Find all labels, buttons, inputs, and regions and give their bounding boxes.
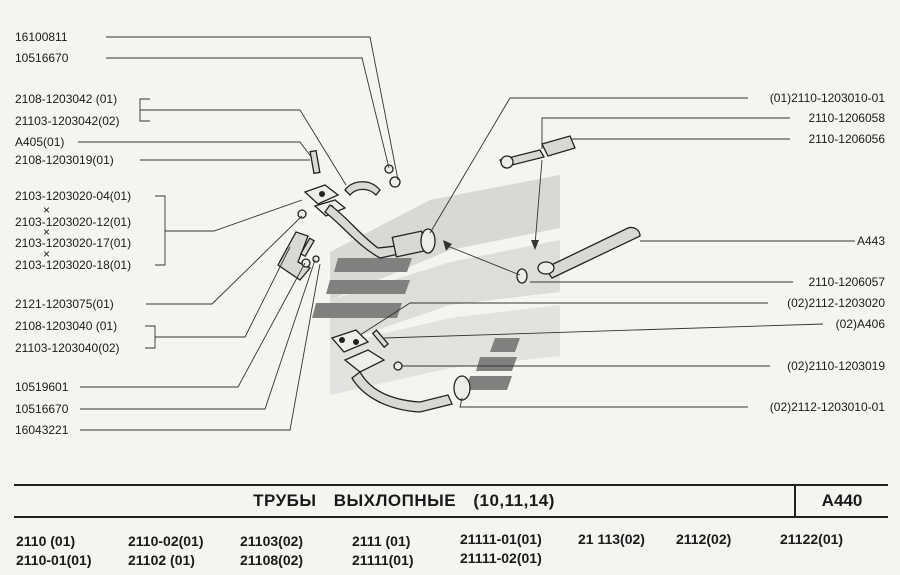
variant-mark: ×: [43, 225, 50, 239]
part-label-2110-1206057: 2110-1206057: [808, 275, 885, 289]
part-label-2110-1206056: 2110-1206056: [808, 132, 885, 146]
labels-right: (01)2110-1203010-01 2110-1206058 2110-12…: [770, 91, 886, 414]
part-label-2103-1203020-18: 2103-1203020-18(01): [15, 258, 131, 272]
part-label-a443: А443: [857, 234, 885, 248]
model-item: 21103(02): [240, 533, 304, 549]
model-item: 2110-01(01): [16, 552, 92, 568]
leaders-right: [359, 97, 855, 408]
model-item: 21102 (01): [128, 552, 195, 568]
page-title: ТРУБЫ ВЫХЛОПНЫЕ (10,11,14): [253, 491, 555, 510]
model-item: 21111(01): [352, 552, 414, 568]
model-item: 21108(02): [240, 552, 304, 568]
labels-left: 16100811 10516670 2108-1203042 (01) 2110…: [15, 30, 131, 437]
model-item: 2111 (01): [352, 533, 411, 549]
variant-mark: ×: [43, 247, 50, 261]
model-item: 21111-02(01): [460, 550, 542, 566]
part-label-02-2112-1203020: (02)2112-1203020: [787, 296, 885, 310]
part-label-2121-1203075: 2121-1203075(01): [15, 297, 114, 311]
part-label-21103-1203040: 21103-1203040(02): [15, 341, 120, 355]
part-label-2103-1203020-12: 2103-1203020-12(01): [15, 215, 131, 229]
part-label-02-2112-1203010-01: (02)2112-1203010-01: [770, 400, 886, 414]
part-label-10516670-bottom: 10516670: [15, 402, 69, 416]
parts-drawing: [277, 135, 641, 413]
model-list: 2110 (01) 2110-01(01) 2110-02(01) 21102 …: [0, 525, 900, 575]
part-label-10516670-top: 10516670: [15, 51, 69, 65]
leaders-left: [78, 36, 399, 431]
model-item: 21111-01(01): [460, 531, 542, 547]
title-divider: [794, 486, 796, 516]
part-label-a405: А405(01): [15, 135, 64, 149]
part-label-16043221: 16043221: [15, 423, 69, 437]
part-label-16100811: 16100811: [15, 30, 68, 44]
part-label-21103-1203042: 21103-1203042(02): [15, 114, 120, 128]
title-bar: ТРУБЫ ВЫХЛОПНЫЕ (10,11,14) А440: [14, 484, 888, 518]
part-label-01-2110-1203010-01: (01)2110-1203010-01: [770, 91, 886, 105]
part-label-2108-1203040: 2108-1203040 (01): [15, 319, 117, 333]
variant-mark: ×: [43, 203, 50, 217]
watermark-logo: [312, 175, 560, 395]
model-item: 2110-02(01): [128, 533, 204, 549]
model-item: 2112(02): [676, 531, 732, 547]
part-label-2110-1206058: 2110-1206058: [808, 111, 885, 125]
part-label-02-2110-1203019: (02)2110-1203019: [787, 359, 885, 373]
model-item: 21 113(02): [578, 531, 645, 547]
part-label-02-a406: (02)А406: [836, 317, 886, 331]
part-label-2103-1203020-17: 2103-1203020-17(01): [15, 236, 131, 250]
part-label-2103-1203020-04: 2103-1203020-04(01): [15, 189, 131, 203]
model-item: 2110 (01): [16, 533, 76, 549]
model-item: 21122(01): [780, 531, 844, 547]
exhaust-pipes-diagram: 16100811 10516670 2108-1203042 (01) 2110…: [15, 30, 886, 437]
part-label-10519601: 10519601: [15, 380, 69, 394]
part-label-2108-1203019: 2108-1203019(01): [15, 153, 114, 167]
page-code: А440: [821, 491, 863, 510]
part-label-2108-1203042: 2108-1203042 (01): [15, 92, 117, 106]
